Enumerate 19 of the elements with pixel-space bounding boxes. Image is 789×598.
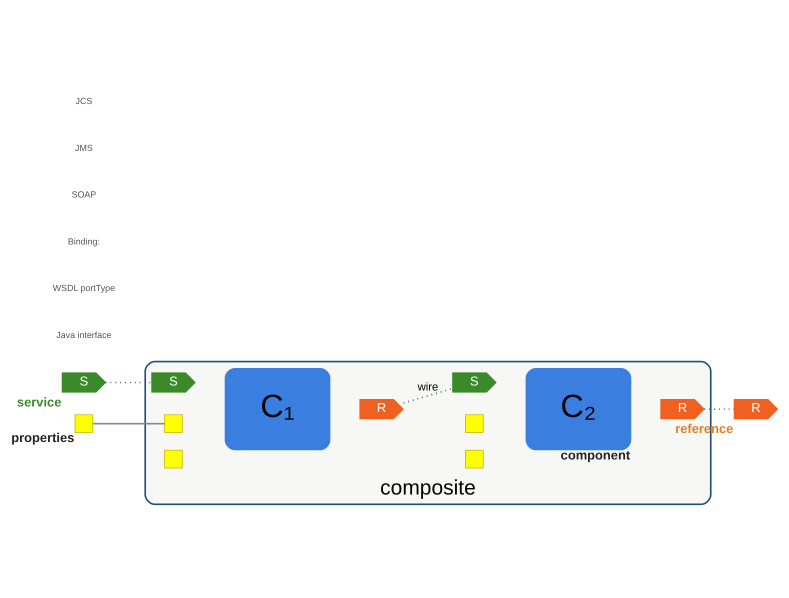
node-label: service: [16, 394, 62, 410]
node-box: C₁: [224, 368, 330, 450]
node-box: [164, 450, 183, 468]
label: SOAP: [72, 190, 96, 200]
label: JMS: [75, 142, 93, 153]
label: WSDL portType: [52, 283, 115, 294]
connector: [92, 422, 165, 424]
node-box: [465, 414, 484, 433]
label: Binding:: [68, 236, 100, 246]
label: JCS: [76, 96, 92, 106]
label: Java interface: [56, 330, 112, 340]
node-box: C₂: [526, 368, 632, 450]
node-box: [465, 450, 484, 468]
node-box: [164, 414, 183, 433]
connector: [704, 408, 734, 410]
connector: [403, 388, 453, 404]
node-box: [74, 414, 94, 433]
node-label: properties: [11, 430, 74, 446]
edge-label: wire: [418, 382, 438, 394]
